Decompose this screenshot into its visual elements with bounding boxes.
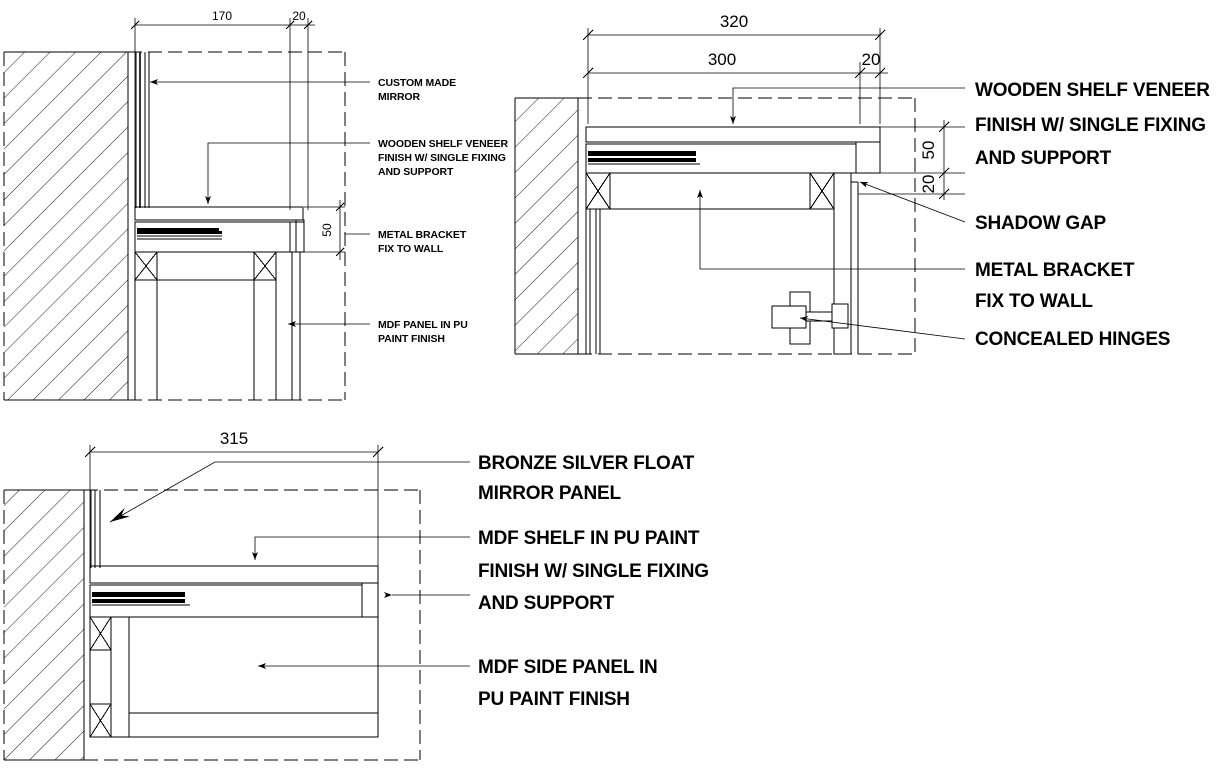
dimension-line-315: 315 [84,429,384,570]
note-metal-bracket-d2-line2: FIX TO WALL [975,291,1093,312]
leader-shadow-gap-d2 [859,181,966,223]
leader-metal-bracket-d2 [697,190,965,270]
note-concealed-hinges: CONCEALED HINGES [975,329,1170,350]
note-wooden-shelf-d2-line3: AND SUPPORT [975,148,1112,169]
dimension-lines-50-20-vertical: 50 20 [858,120,965,200]
dim-50-label: 50 [320,223,334,237]
dim-20h-label: 20 [862,50,881,69]
mdf-panel-d1 [134,251,301,401]
dim-320-label: 320 [720,12,748,31]
dimension-line-320: 320 [582,12,886,124]
note-wooden-shelf-d2-line1: WOODEN SHELF VENEER [975,80,1210,101]
mdf-side-panel-d3 [110,616,130,738]
concealed-hinge-symbol-d2 [771,291,849,345]
leader-bronze-mirror-d3 [109,461,470,523]
dim-170-label: 170 [212,9,232,23]
bracket-section-symbols-d2 [585,172,835,210]
wall-masonry-d3 [3,489,85,761]
bronze-mirror-layer-d3 [90,490,101,568]
dimension-line-300-20: 300 20 [582,50,888,124]
note-wooden-shelf-line3: AND SUPPORT [378,166,454,178]
note-wooden-shelf-line1: WOODEN SHELF VENEER [378,138,508,150]
dim-315-label: 315 [220,429,248,448]
wall-masonry-d2 [514,97,579,355]
note-mdf-shelf-line1: MDF SHELF IN PU PAINT [478,528,700,549]
leader-wooden-shelf-veneer-d1 [205,142,370,204]
note-shadow-gap: SHADOW GAP [975,213,1107,234]
wall-masonry-d1 [3,51,129,401]
note-bronze-mirror-line1: BRONZE SILVER FLOAT [478,453,695,474]
note-wooden-shelf-d2-line2: FINISH W/ SINGLE FIXING [975,115,1206,136]
dim-300-label: 300 [708,50,736,69]
dim-20-label: 20 [292,9,306,23]
shelf-assembly-d1 [134,206,305,253]
note-mdf-side-panel-line1: MDF SIDE PANEL IN [478,657,658,678]
bracket-section-symbols-d1 [134,251,277,281]
note-mdf-side-panel-line2: PU PAINT FINISH [478,689,630,710]
note-mdf-panel-line2: PAINT FINISH [378,333,445,345]
dimension-line-170-20: 170 20 [130,9,315,210]
note-bronze-mirror-line2: MIRROR PANEL [478,483,622,504]
dim-50v-label: 50 [919,141,938,160]
note-mdf-panel-line1: MDF PANEL IN PU [378,319,468,331]
note-custom-made-mirror-line2: MIRROR [378,91,420,103]
note-metal-bracket-d2-line1: METAL BRACKET [975,260,1135,281]
leader-concealed-hinges-d2 [799,316,966,340]
leader-mdf-shelf-d3 [252,536,470,598]
note-mdf-shelf-line3: AND SUPPORT [478,593,615,614]
extent-boundary-d3 [84,489,421,761]
note-metal-bracket-line2: FIX TO WALL [378,243,444,255]
note-custom-made-mirror-line1: CUSTOM MADE [378,77,456,89]
custom-made-mirror-d1 [135,52,150,208]
detail-top-right: 320 300 20 50 20 [514,12,1210,355]
extent-boundary-d2 [578,97,916,355]
shelf-assembly-d3 [89,565,379,618]
detail-top-left: 170 20 50 CUSTOM MADE MIRROR W [3,9,509,401]
bracket-section-symbols-d3 [89,616,112,738]
note-mdf-shelf-line2: FINISH W/ SINGLE FIXING [478,561,709,582]
mdf-bottom-shelf-d3 [128,617,379,738]
note-metal-bracket-line1: METAL BRACKET [378,229,467,241]
shelf-assembly-d2 [585,126,881,174]
mirror-layer-d2 [585,196,591,354]
dim-20v-label: 20 [919,175,938,194]
extent-boundary-d1 [128,51,346,401]
leader-wooden-shelf-veneer-d2 [730,87,965,124]
detail-bottom: 315 BRONZE SILVER FLOAT MIRROR PANEL MDF… [3,429,709,761]
note-wooden-shelf-line2: FINISH W/ SINGLE FIXING [378,152,506,164]
dimension-line-50: 50 [304,200,345,260]
